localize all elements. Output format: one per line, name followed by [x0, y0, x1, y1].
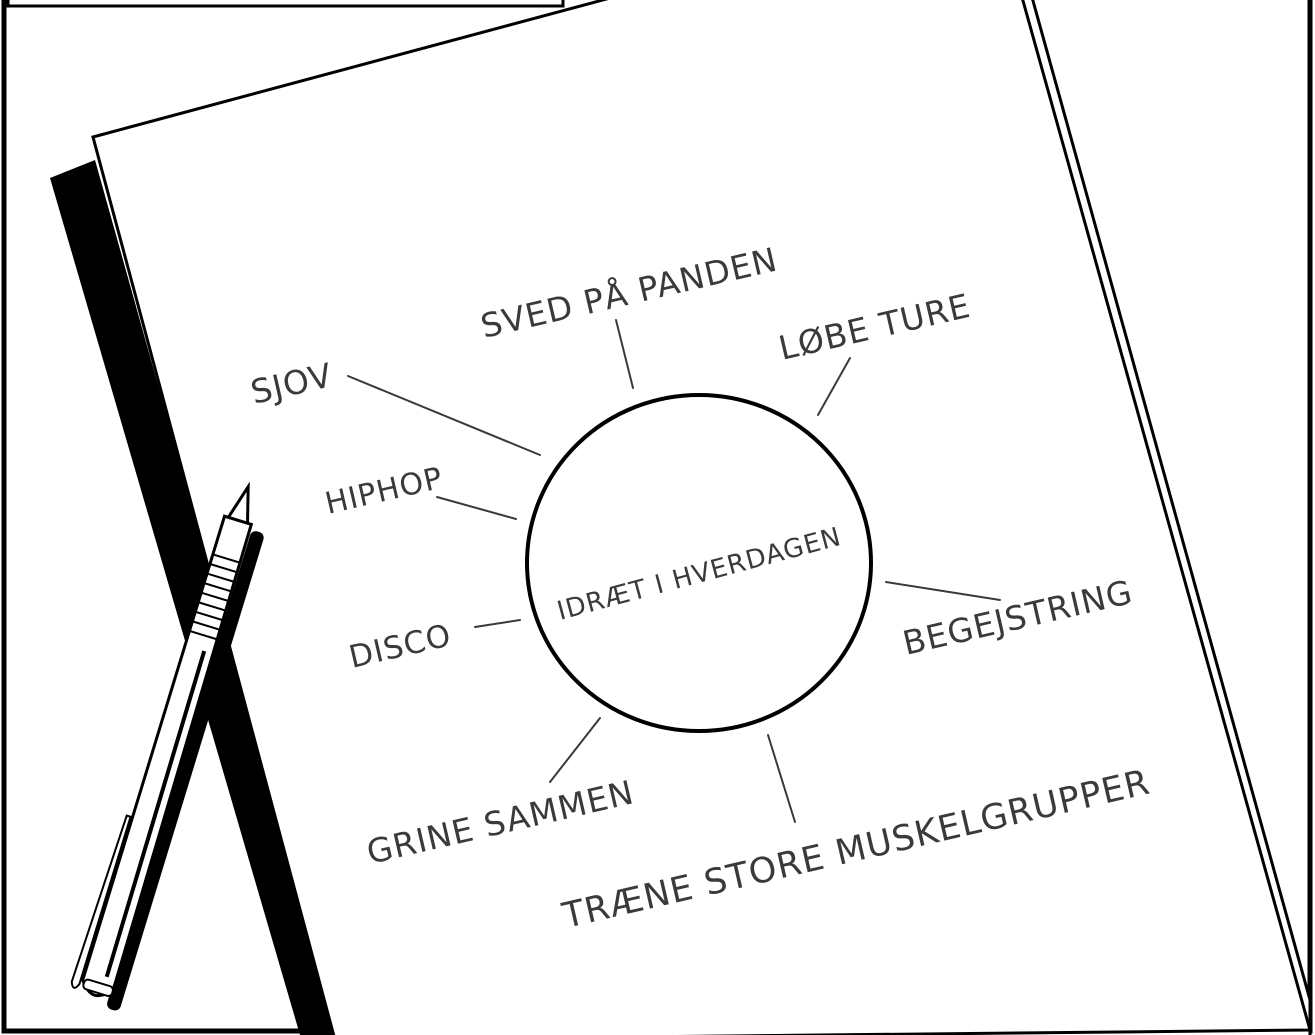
top-box — [8, 0, 563, 6]
